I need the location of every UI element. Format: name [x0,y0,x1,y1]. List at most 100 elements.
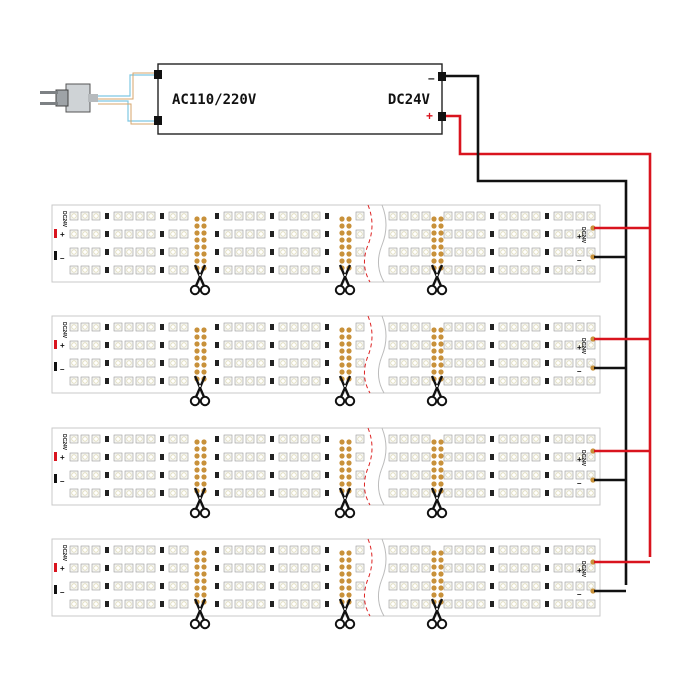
copper-pad [194,251,200,257]
resistor [160,267,164,273]
copper-pad [194,592,200,598]
copper-pad [201,355,207,361]
strip-left-plus-pad [54,229,57,238]
copper-pad [431,592,437,598]
resistor [105,601,109,607]
ac-terminal-bottom [154,116,162,125]
strip-left-positive-symbol: + [60,564,65,573]
resistor [545,324,549,330]
resistor [105,565,109,571]
plug-icon [40,83,98,113]
resistor [105,547,109,553]
resistor [270,490,274,496]
copper-pad [438,467,444,473]
resistor [325,436,329,442]
resistor [545,267,549,273]
scissors-icon [426,598,448,630]
copper-pad [438,592,444,598]
copper-pad [201,467,207,473]
scissors-icon [334,375,356,407]
resistor [270,454,274,460]
scissors-icon [426,375,448,407]
psu-input-label: AC110/220V [172,92,257,108]
copper-pad [339,578,345,584]
copper-pad [194,348,200,354]
copper-pad [201,592,207,598]
resistor [325,565,329,571]
copper-pad [346,327,352,333]
copper-pad [438,244,444,250]
resistor [270,249,274,255]
ac-terminal-top [154,70,162,79]
copper-pad [194,550,200,556]
copper-pad [438,564,444,570]
strip-voltage-label-right: DC24V [580,227,586,244]
copper-pad [201,362,207,368]
copper-pad [194,578,200,584]
resistor [105,249,109,255]
copper-pad [201,474,207,480]
resistor [490,360,494,366]
strip-left-minus-pad [54,585,57,594]
resistor [490,490,494,496]
resistor [160,490,164,496]
copper-pad [339,348,345,354]
copper-pad [194,474,200,480]
resistor [105,360,109,366]
copper-pad [194,446,200,452]
strip-voltage-label-right: DC24V [580,450,586,467]
resistor [215,249,219,255]
resistor [545,547,549,553]
copper-pad [339,550,345,556]
resistor [215,231,219,237]
negative-trunk-wire [446,74,628,585]
copper-pad [431,467,437,473]
ac-input-wires [98,72,158,125]
resistor [270,360,274,366]
resistor [490,472,494,478]
copper-pad [194,460,200,466]
copper-pad [431,216,437,222]
resistor [105,472,109,478]
copper-pad [346,237,352,243]
copper-pad [346,481,352,487]
copper-pad [438,446,444,452]
copper-pad [346,355,352,361]
scissors-icon [189,487,211,519]
scissors-icon [334,264,356,296]
copper-pad [431,327,437,333]
resistor [545,342,549,348]
copper-pad [346,369,352,375]
resistor [545,490,549,496]
resistor [490,601,494,607]
resistor [545,472,549,478]
resistor [545,454,549,460]
copper-pad [438,474,444,480]
copper-pad [346,341,352,347]
copper-pad [201,550,207,556]
strip-right-negative-symbol: – [577,256,582,265]
psu-negative-symbol: – [428,71,435,85]
resistor [270,231,274,237]
copper-pad [194,334,200,340]
copper-pad [194,362,200,368]
resistor [215,436,219,442]
resistor [490,324,494,330]
resistor [325,583,329,589]
strip-left-negative-symbol: – [60,254,65,263]
strip-voltage-label-left: DC24V [61,434,67,451]
copper-pad [194,258,200,264]
copper-pad [438,348,444,354]
resistor [105,490,109,496]
copper-pad [194,557,200,563]
strip-left-plus-pad [54,452,57,461]
copper-pad [201,251,207,257]
resistor [490,547,494,553]
copper-pad [201,571,207,577]
resistor [215,360,219,366]
copper-pad [438,216,444,222]
copper-pad [431,341,437,347]
resistor [545,565,549,571]
strip-voltage-label-left: DC24V [61,322,67,339]
